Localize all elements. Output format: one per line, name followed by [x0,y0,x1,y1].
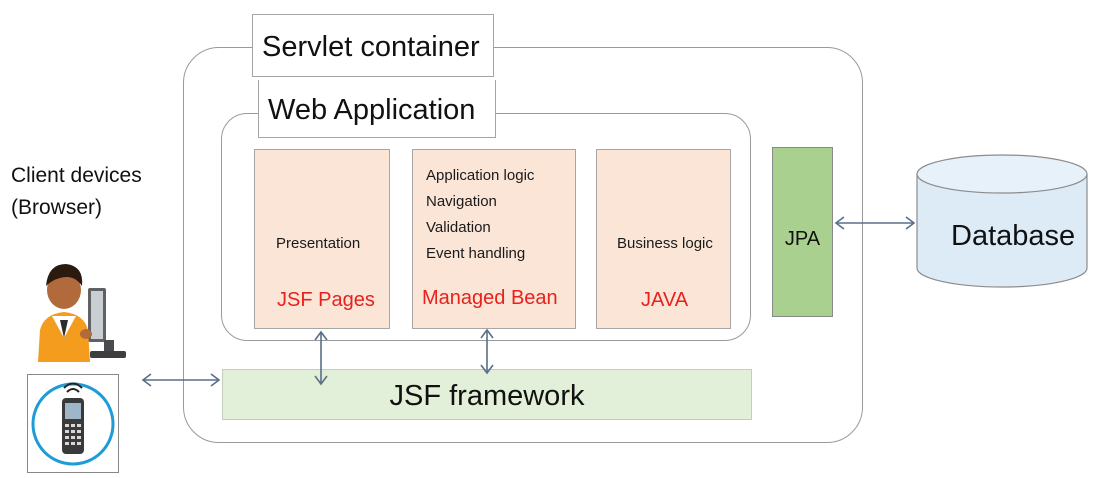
web-application-label: Web Application [258,80,496,138]
managed-bean-panel: Application logic Navigation Validation … [412,149,576,329]
panel-description: Event handling [426,245,526,262]
panel-description: Validation [426,219,491,236]
client-devices-label: Client devices (Browser) [11,160,142,224]
client-label-line: Client devices [11,164,142,187]
panel-description: Navigation [426,193,497,210]
panel-component-name: JSF Pages [277,289,375,311]
presentation-panel: Presentation JSF Pages [254,149,390,329]
panel-description: Application logic [426,167,535,184]
jsf-framework-bar: JSF framework [222,369,752,420]
panel-component-name: JAVA [641,289,689,311]
database-label: Database [951,220,1076,252]
jpa-block: JPA [772,147,833,317]
panel-description: Presentation [276,235,361,252]
panel-description: Business logic [617,235,713,252]
client-label-line: (Browser) [11,196,103,219]
database-cylinder: Database [915,154,1089,289]
user-computer-icon [30,254,130,364]
panel-component-name: Managed Bean [422,287,558,309]
mobile-phone-icon [27,374,119,473]
servlet-container-label: Servlet container [252,14,494,77]
business-logic-panel: Business logic JAVA [596,149,731,329]
